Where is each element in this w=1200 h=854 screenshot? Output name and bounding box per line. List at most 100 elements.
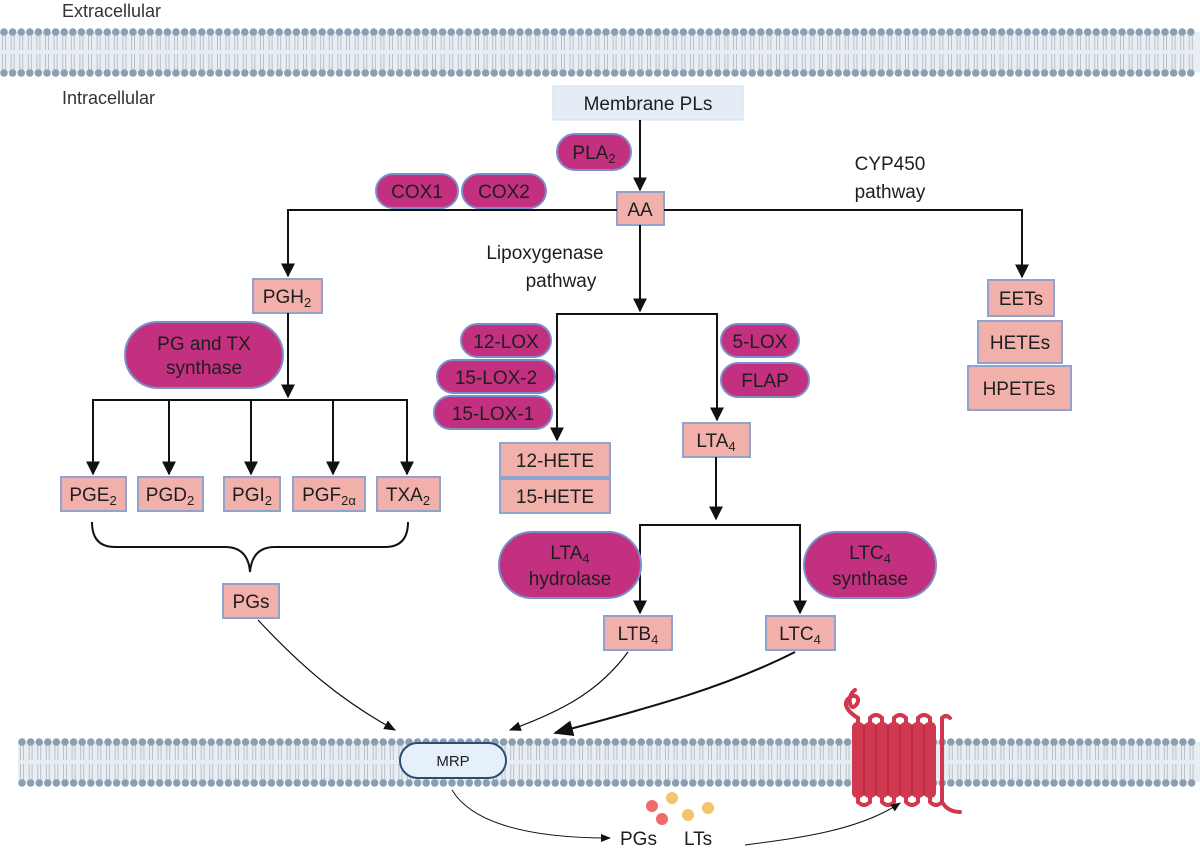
pgd2-subscript: 2 bbox=[187, 493, 194, 508]
prostanoid-brace bbox=[91, 521, 409, 573]
15-lox-1-enzyme: 15-LOX-1 bbox=[433, 395, 553, 430]
hetes-label: HETEs bbox=[990, 333, 1050, 354]
cyp450-label-line1: CYP450 bbox=[855, 154, 926, 175]
5-lox-label: 5-LOX bbox=[733, 332, 788, 353]
lipoxygenase-label-line1: Lipoxygenase bbox=[486, 243, 603, 264]
svg-text:PGI2: PGI2 bbox=[232, 485, 272, 508]
txa2-subscript: 2 bbox=[423, 493, 430, 508]
pgf2a-box: PGF2α bbox=[292, 476, 366, 512]
txa2-label: TXA bbox=[386, 485, 423, 506]
lta4-box: LTA4 bbox=[682, 422, 751, 458]
ltc4-subscript: 4 bbox=[814, 632, 821, 647]
intracellular-label: Intracellular bbox=[62, 88, 155, 108]
lipoxygenase-label-line2: pathway bbox=[526, 271, 597, 292]
ltc4-synthase-subscript: 4 bbox=[884, 551, 891, 566]
hpetes-label: HPETEs bbox=[983, 379, 1056, 400]
ltb4-label: LTB bbox=[618, 624, 651, 645]
15-hete-box: 15-HETE bbox=[499, 478, 611, 514]
arrow-ltc4-to-mrp bbox=[553, 651, 796, 737]
svg-text:TXA2: TXA2 bbox=[386, 485, 430, 508]
membrane-pls-box: Membrane PLs bbox=[552, 85, 744, 121]
12-hete-box: 12-HETE bbox=[499, 442, 611, 478]
12-hete-label: 12-HETE bbox=[516, 451, 594, 472]
mrp-transporter: MRP bbox=[399, 742, 507, 779]
aa-box: AA bbox=[616, 191, 665, 226]
eets-box: EETs bbox=[987, 279, 1055, 317]
pgh2-label: PGH bbox=[263, 287, 304, 308]
ltc4-box: LTC4 bbox=[765, 615, 836, 651]
5-lox-enzyme: 5-LOX bbox=[720, 323, 800, 358]
ltb4-box: LTB4 bbox=[603, 615, 673, 651]
arrow-mrp-export bbox=[451, 789, 611, 842]
pgd2-box: PGD2 bbox=[137, 476, 204, 512]
cox1-label: COX1 bbox=[391, 182, 443, 203]
pgh2-box: PGH2 bbox=[252, 278, 323, 314]
pge2-subscript: 2 bbox=[109, 493, 116, 508]
pgd2-label: PGD bbox=[146, 485, 187, 506]
ltc4-synthase-line2: synthase bbox=[832, 569, 908, 590]
arrow-pgs-to-mrp bbox=[257, 619, 397, 731]
12-lox-label: 12-LOX bbox=[473, 332, 539, 353]
exported-molecule-dots bbox=[646, 792, 714, 825]
pgs-label: PGs bbox=[233, 592, 270, 613]
ltc4-label: LTC bbox=[779, 624, 813, 645]
pgf2a-label: PGF bbox=[302, 485, 341, 506]
membrane-pls-label: Membrane PLs bbox=[584, 94, 713, 115]
pgi2-box: PGI2 bbox=[223, 476, 281, 512]
15-lox-2-label: 15-LOX-2 bbox=[455, 368, 537, 389]
svg-text:PGE2: PGE2 bbox=[69, 485, 116, 508]
aa-label: AA bbox=[627, 200, 653, 221]
svg-text:LTA4: LTA4 bbox=[550, 543, 589, 566]
pla2-subscript: 2 bbox=[608, 151, 615, 166]
arrow-aa-to-pgh2 bbox=[281, 209, 617, 278]
12-lox-enzyme: 12-LOX bbox=[460, 323, 552, 358]
lta4-branch-bar bbox=[639, 524, 801, 611]
hpetes-box: HPETEs bbox=[967, 365, 1072, 411]
lta4-label: LTA bbox=[696, 431, 728, 452]
pg-tx-synthase-line2: synthase bbox=[166, 358, 242, 379]
svg-text:PLA2: PLA2 bbox=[572, 143, 615, 166]
15-lox-2-enzyme: 15-LOX-2 bbox=[436, 359, 556, 394]
pg-tx-synthase-enzyme: PG and TX synthase bbox=[124, 321, 284, 389]
lta4-hydrolase-subscript: 4 bbox=[582, 551, 589, 566]
eets-label: EETs bbox=[999, 289, 1043, 310]
pgh2-subscript: 2 bbox=[304, 295, 311, 310]
pgs-out-label: PGs bbox=[620, 829, 657, 849]
arrow-aa-to-eets bbox=[664, 209, 1029, 279]
pla2-label: PLA bbox=[572, 143, 608, 164]
lta4-subscript: 4 bbox=[728, 439, 735, 454]
pge2-box: PGE2 bbox=[60, 476, 127, 512]
ltb4-subscript: 4 bbox=[651, 632, 658, 647]
cyp450-label-line2: pathway bbox=[855, 182, 926, 203]
ltc4-synthase-line1: LTC bbox=[849, 543, 883, 564]
flap-label: FLAP bbox=[741, 371, 789, 392]
gpcr-helices bbox=[852, 722, 936, 798]
lox-branch-bar bbox=[556, 313, 718, 434]
extracellular-label: Extracellular bbox=[62, 1, 161, 21]
pgs-box: PGs bbox=[222, 583, 280, 619]
cox2-label: COX2 bbox=[478, 182, 530, 203]
arrow-to-receptor bbox=[744, 802, 901, 846]
ltc4-synthase-enzyme: LTC4 synthase bbox=[803, 531, 937, 599]
hetes-box: HETEs bbox=[977, 320, 1063, 364]
pg-tx-synthase-line1: PG and TX bbox=[157, 334, 251, 355]
membrane-bottom bbox=[18, 738, 1200, 787]
cox2-enzyme: COX2 bbox=[461, 173, 547, 209]
pgi2-subscript: 2 bbox=[265, 493, 272, 508]
15-hete-label: 15-HETE bbox=[516, 487, 594, 508]
svg-text:PGF2α: PGF2α bbox=[302, 485, 356, 508]
15-lox-1-label: 15-LOX-1 bbox=[452, 404, 534, 425]
membrane-top bbox=[0, 28, 1200, 77]
lta4-hydrolase-line1: LTA bbox=[550, 543, 582, 564]
arrow-ltb4-to-mrp bbox=[508, 651, 629, 731]
pla2-enzyme: PLA2 bbox=[556, 133, 632, 171]
svg-text:LTC4: LTC4 bbox=[849, 543, 891, 566]
svg-text:LTA4: LTA4 bbox=[696, 431, 735, 454]
lts-out-label: LTs bbox=[684, 829, 712, 849]
svg-text:PGH2: PGH2 bbox=[263, 287, 311, 310]
svg-text:LTB4: LTB4 bbox=[618, 624, 659, 647]
lta4-hydrolase-line2: hydrolase bbox=[529, 569, 611, 590]
svg-text:PGD2: PGD2 bbox=[146, 485, 194, 508]
